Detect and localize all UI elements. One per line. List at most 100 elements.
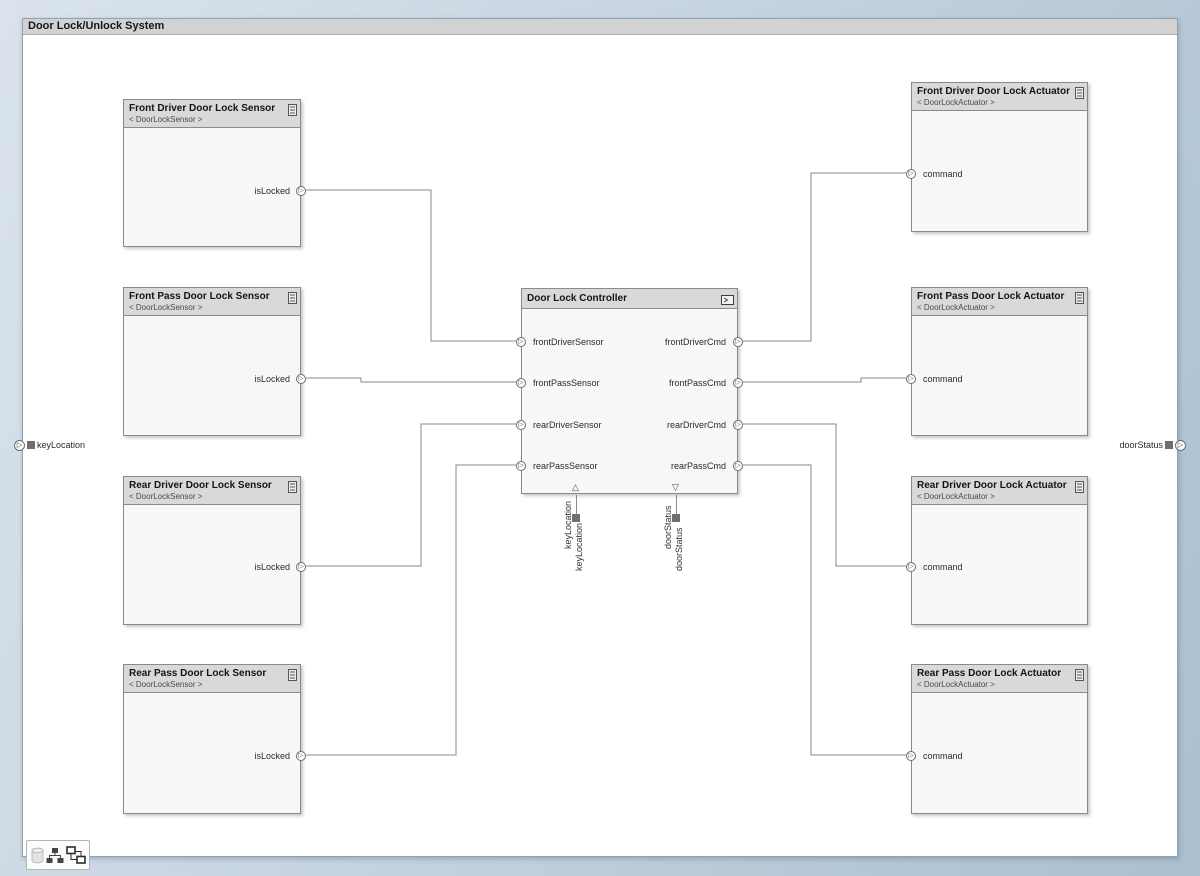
hierarchy-icon[interactable] <box>46 847 64 864</box>
port-label: rearDriverSensor <box>533 420 602 430</box>
component-icon <box>1075 480 1084 498</box>
connector-rearDriverSensor[interactable] <box>306 423 516 567</box>
component-stereotype: < DoorLockActuator > <box>917 492 995 501</box>
component-stereotype: < DoorLockActuator > <box>917 98 995 107</box>
port-row: ▷ frontDriverSensor frontDriverCmd ▷ <box>516 337 743 347</box>
port-label: frontDriverSensor <box>533 337 604 347</box>
output-port-icon[interactable]: ▷ <box>296 186 306 196</box>
external-port-label: keyLocation <box>37 440 86 450</box>
port-label: frontPassSensor <box>533 378 600 388</box>
component-title: Front Pass Door Lock Sensor <box>129 291 270 302</box>
architecture-port-square[interactable] <box>672 514 680 522</box>
diagram-icon[interactable] <box>66 846 86 864</box>
component-stereotype: < DoorLockActuator > <box>917 680 995 689</box>
component-stereotype: < DoorLockSensor > <box>129 492 203 501</box>
component-icon <box>1075 668 1084 686</box>
input-port-icon[interactable]: ▷ <box>516 378 526 388</box>
port-row: ▷ rearDriverSensor rearDriverCmd ▷ <box>516 420 743 430</box>
external-port-label: doorStatus <box>1119 440 1163 450</box>
external-port-label-vertical: keyLocation <box>574 522 584 571</box>
component-icon <box>288 668 297 686</box>
input-port-icon[interactable]: ▷ <box>516 461 526 471</box>
component-icon <box>1075 291 1084 309</box>
component-title: Front Driver Door Lock Actuator <box>917 86 1070 97</box>
port-label-vertical: keyLocation <box>563 500 573 549</box>
architecture-port-square[interactable] <box>572 514 580 522</box>
port-row: ▷ frontPassSensor frontPassCmd ▷ <box>516 378 743 388</box>
component-header: Front Driver Door Lock Actuator < DoorLo… <box>912 83 1087 111</box>
bottom-input-port-icon[interactable]: △ <box>572 482 579 492</box>
port-label-vertical: doorStatus <box>663 505 673 549</box>
component-front-driver-door-lock-sensor[interactable]: Front Driver Door Lock Sensor < DoorLock… <box>123 99 306 247</box>
output-port-icon[interactable]: ▷ <box>296 751 306 761</box>
port-square <box>27 441 35 449</box>
output-port-icon[interactable]: ▷ <box>733 337 743 347</box>
component-stereotype: < DoorLockSensor > <box>129 115 203 124</box>
connector-doorStatus-stem[interactable] <box>676 495 677 516</box>
connector-frontPassCmd[interactable] <box>743 377 906 383</box>
input-port-icon[interactable]: ▷ <box>906 751 916 761</box>
component-icon <box>288 103 297 121</box>
component-header: Front Pass Door Lock Actuator < DoorLock… <box>912 288 1087 316</box>
component-rear-pass-door-lock-actuator[interactable]: Rear Pass Door Lock Actuator < DoorLockA… <box>906 664 1088 814</box>
port-icon: ▷ <box>14 439 25 451</box>
component-stereotype: < DoorLockSensor > <box>129 303 203 312</box>
port-label: isLocked <box>254 374 290 384</box>
input-port-icon[interactable]: ▷ <box>516 337 526 347</box>
component-header: Rear Driver Door Lock Actuator < DoorLoc… <box>912 477 1087 505</box>
component-front-pass-door-lock-actuator[interactable]: Front Pass Door Lock Actuator < DoorLock… <box>906 287 1088 436</box>
diagram-title: Door Lock/Unlock System <box>23 19 1177 35</box>
port-row: ▷ rearPassSensor rearPassCmd ▷ <box>516 461 743 471</box>
component-rear-driver-door-lock-sensor[interactable]: Rear Driver Door Lock Sensor < DoorLockS… <box>123 476 306 625</box>
input-port-icon[interactable]: ▷ <box>906 374 916 384</box>
architecture-port-doorStatus[interactable]: doorStatus ▷ <box>1119 438 1186 452</box>
output-port-icon[interactable]: ▷ <box>296 562 306 572</box>
port-label: rearPassSensor <box>533 461 598 471</box>
connector-frontPassSensor[interactable] <box>306 377 516 383</box>
connector-layer <box>306 172 906 756</box>
component-title: Rear Pass Door Lock Actuator <box>917 668 1062 679</box>
component-header: Front Pass Door Lock Sensor < DoorLockSe… <box>124 288 300 316</box>
connector-rearDriverCmd[interactable] <box>743 423 906 567</box>
component-title: Front Driver Door Lock Sensor <box>129 103 276 114</box>
connector-keyLocation-stem[interactable] <box>576 495 577 516</box>
component-title: Rear Driver Door Lock Sensor <box>129 480 272 491</box>
component-title: Rear Driver Door Lock Actuator <box>917 480 1067 491</box>
view-badge-tray <box>26 840 90 870</box>
port-label: frontDriverCmd <box>664 337 726 347</box>
behavior-badge-icon <box>721 292 734 310</box>
port-label: command <box>923 562 963 572</box>
component-door-lock-controller[interactable]: Door Lock Controller ▷ frontDriverSensor… <box>516 288 743 494</box>
port-label: command <box>923 751 963 761</box>
component-icon <box>288 291 297 309</box>
external-port-label-vertical: doorStatus <box>674 527 684 571</box>
component-stereotype: < DoorLockSensor > <box>129 680 203 689</box>
input-port-icon[interactable]: ▷ <box>906 169 916 179</box>
output-port-icon[interactable]: ▷ <box>733 378 743 388</box>
port-label: frontPassCmd <box>668 378 726 388</box>
architecture-port-keyLocation[interactable]: ▷ keyLocation <box>14 438 85 452</box>
output-port-icon[interactable]: ▷ <box>296 374 306 384</box>
component-title: Front Pass Door Lock Actuator <box>917 291 1065 302</box>
database-icon[interactable] <box>30 846 45 865</box>
component-front-pass-door-lock-sensor[interactable]: Front Pass Door Lock Sensor < DoorLockSe… <box>123 287 306 436</box>
component-title: Door Lock Controller <box>527 293 628 304</box>
port-icon: ▷ <box>1175 439 1186 451</box>
component-front-driver-door-lock-actuator[interactable]: Front Driver Door Lock Actuator < DoorLo… <box>906 82 1088 232</box>
connector-rearPassSensor[interactable] <box>306 464 516 756</box>
input-port-icon[interactable]: ▷ <box>906 562 916 572</box>
component-rear-driver-door-lock-actuator[interactable]: Rear Driver Door Lock Actuator < DoorLoc… <box>906 476 1088 625</box>
connector-frontDriverSensor[interactable] <box>306 189 516 342</box>
port-label: rearPassCmd <box>670 461 726 471</box>
input-port-icon[interactable]: ▷ <box>516 420 526 430</box>
output-port-icon[interactable]: ▷ <box>733 420 743 430</box>
component-header: Rear Pass Door Lock Sensor < DoorLockSen… <box>124 665 300 693</box>
output-port-icon[interactable]: ▷ <box>733 461 743 471</box>
connector-rearPassCmd[interactable] <box>743 464 906 756</box>
port-label: rearDriverCmd <box>666 420 726 430</box>
component-rear-pass-door-lock-sensor[interactable]: Rear Pass Door Lock Sensor < DoorLockSen… <box>123 664 306 814</box>
component-header: Front Driver Door Lock Sensor < DoorLock… <box>124 100 300 128</box>
connector-frontDriverCmd[interactable] <box>743 172 906 342</box>
bottom-output-port-icon[interactable]: ▽ <box>672 482 679 492</box>
diagram-canvas[interactable]: Door Lock/Unlock System Front Driver Doo… <box>14 18 1186 870</box>
